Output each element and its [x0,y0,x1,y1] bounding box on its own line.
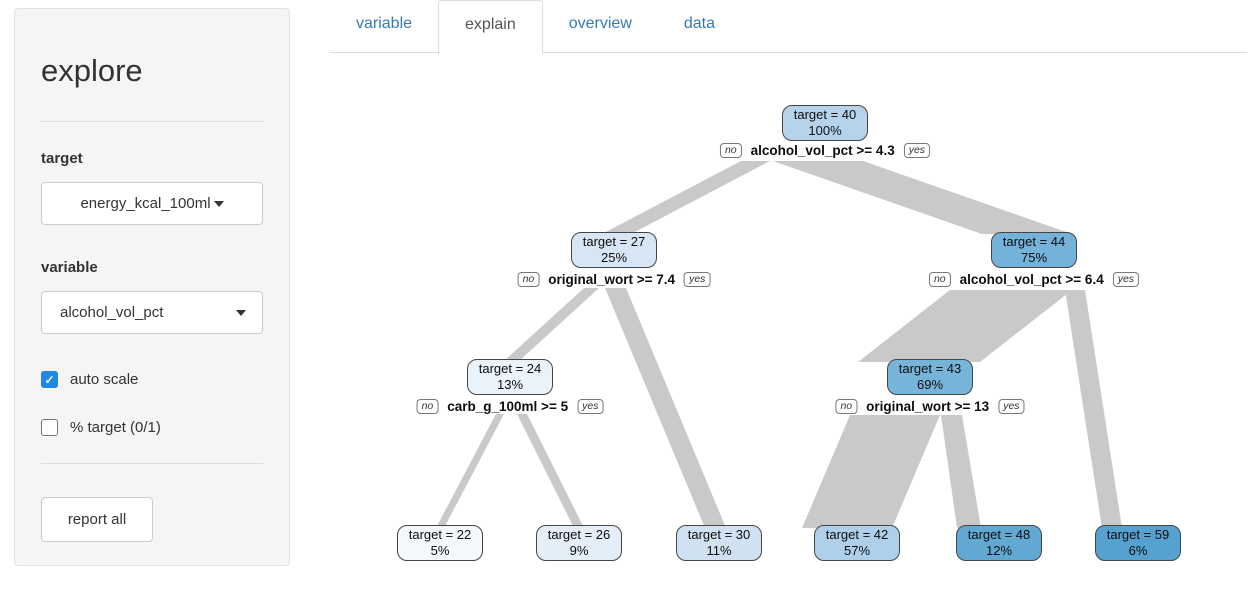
tree-edge-band-40-44 [773,161,1072,234]
node-percent-label: 100% [808,123,842,138]
pct-target-checkbox[interactable] [41,419,58,436]
node-percent-label: 6% [1128,543,1148,558]
auto-scale-row: ✓ auto scale [41,371,138,388]
node-percent-label: 9% [569,543,589,558]
target-select-value: energy_kcal_100ml [80,195,211,212]
tree-edge-band-24-22 [436,414,504,528]
node-percent-label: 57% [843,543,871,558]
node-percent-label: 69% [916,377,944,392]
node-value-label: target = 24 [478,361,542,376]
node-percent-label: 12% [985,543,1013,558]
report-all-button[interactable]: report all [41,497,153,542]
tree-edge-band-40-27 [602,161,770,234]
target-select[interactable]: energy_kcal_100ml [41,182,263,225]
tab-explain[interactable]: explain [438,0,543,54]
node-value-label: target = 44 [1002,234,1066,249]
variable-label: variable [41,259,98,276]
node-percent-label: 5% [430,543,450,558]
variable-select-value: alcohol_vol_pct [60,304,164,321]
divider [41,121,263,122]
node-percent-label: 11% [706,543,732,558]
node-value-label: target = 40 [793,107,857,122]
node-value-label: target = 30 [687,527,751,542]
node-percent-label: 25% [600,250,628,265]
explore-sidebar: explore target energy_kcal_100ml variabl… [14,8,290,566]
chevron-down-icon [236,309,246,316]
variable-select[interactable]: alcohol_vol_pct [41,291,263,334]
node-value-label: target = 43 [898,361,962,376]
chevron-down-icon [213,200,224,207]
pct-target-label: % target (0/1) [70,419,161,436]
node-percent-label: 13% [496,377,524,392]
node-value-label: target = 27 [582,234,646,249]
node-value-label: target = 48 [967,527,1031,542]
node-value-label: target = 59 [1106,527,1170,542]
tree-edge-band-43-48 [941,415,981,528]
node-value-label: target = 26 [547,527,611,542]
tree-edge-band-43-42 [802,415,940,528]
tab-data[interactable]: data [683,15,716,32]
pct-target-row: % target (0/1) [41,419,161,436]
tab-variable[interactable]: variable [356,15,413,32]
node-percent-label: 75% [1020,250,1048,265]
tree-edge-band-44-43 [858,290,1072,362]
auto-scale-label: auto scale [70,371,139,388]
auto-scale-checkbox[interactable]: ✓ [41,371,58,388]
tab-bar: variable explain overview data [330,0,1247,54]
node-value-label: target = 22 [408,527,472,542]
divider [41,463,263,464]
tree-edge-band-27-24 [503,288,599,362]
tree-edge-band-24-26 [517,414,584,528]
tree-edge-band-44-59 [1065,290,1122,528]
tree-edge-band-27-30 [605,288,726,528]
tab-overview[interactable]: overview [568,15,632,32]
target-label: target [41,150,83,167]
sidebar-title: explore [41,53,143,88]
node-value-label: target = 42 [825,527,889,542]
